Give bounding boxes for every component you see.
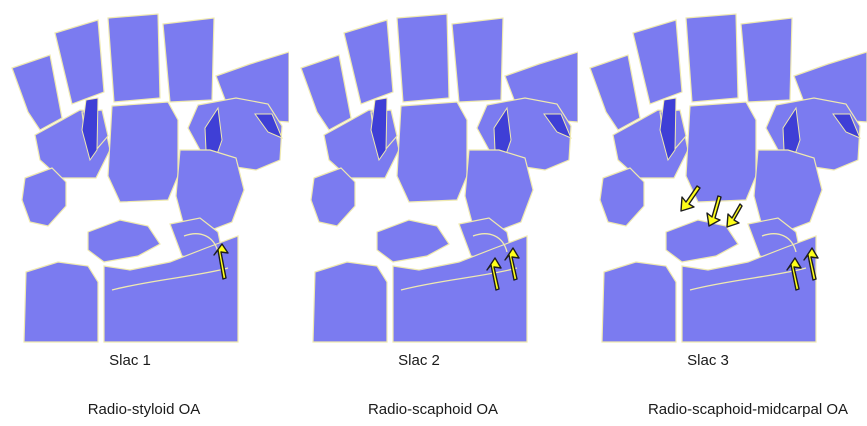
metacarpal-3 [397,14,449,102]
panel-slac-3: Slac 3 Radio-scaphoid-midcarpal OA [578,0,867,426]
wrist-bones [12,14,289,342]
ulna [313,262,387,342]
stage-label: Slac 3 [608,352,808,369]
scaphoid [377,220,449,262]
ulna [24,262,98,342]
stage-description: Radio-scaphoid OA [303,401,563,418]
wrist-diagram-slac-1 [0,0,289,350]
scaphoid [88,220,160,262]
panel-slac-2: Slac 2 Radio-scaphoid OA [289,0,578,426]
metacarpal-1 [301,55,351,130]
capitate [397,102,467,202]
capitate [108,102,178,202]
stage-description: Radio-scaphoid-midcarpal OA [618,401,867,418]
scaphoid-distal [600,168,644,226]
triquetrum [176,150,244,232]
stage-label: Slac 1 [30,352,230,369]
metacarpal-1 [12,55,62,130]
panel-slac-1: Slac 1 Radio-styloid OA [0,0,289,426]
metacarpal-4 [452,18,503,102]
wrist-bones [301,14,578,342]
wrist-diagram-slac-2 [289,0,578,350]
triquetrum [465,150,533,232]
triquetrum [754,150,822,232]
metacarpal-2 [633,20,682,104]
stage-label: Slac 2 [319,352,519,369]
wrist-bones [590,14,867,342]
metacarpal-3 [686,14,738,102]
metacarpal-1 [590,55,640,130]
metacarpal-2 [344,20,393,104]
arrow-down-icon [727,204,742,227]
metacarpal-2 [55,20,104,104]
stage-description: Radio-styloid OA [14,401,274,418]
scaphoid-distal [22,168,66,226]
metacarpal-4 [163,18,214,102]
wrist-diagram-slac-3 [578,0,867,350]
scaphoid-distal [311,168,355,226]
metacarpal-3 [108,14,160,102]
metacarpal-4 [741,18,792,102]
ulna [602,262,676,342]
